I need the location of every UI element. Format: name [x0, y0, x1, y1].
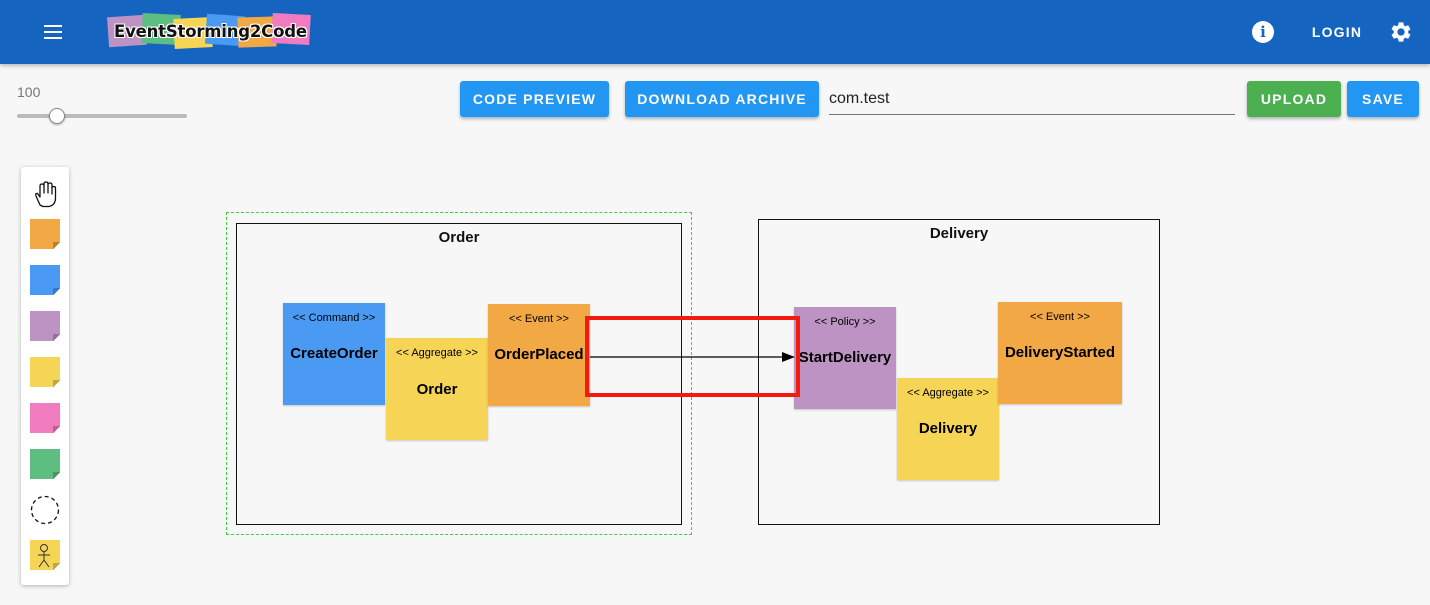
package-name-input[interactable]	[829, 84, 1235, 115]
upload-button[interactable]: UPLOAD	[1247, 81, 1341, 117]
command-sticky[interactable]: << Command >> CreateOrder	[283, 303, 385, 405]
zoom-slider-thumb[interactable]	[49, 108, 66, 124]
gear-icon[interactable]	[1389, 20, 1413, 44]
sticky-name: Order	[416, 381, 458, 398]
event-sticky[interactable]: << Event >> OrderPlaced	[488, 304, 590, 406]
policy-sticky-icon[interactable]	[30, 311, 60, 341]
sticky-type: << Aggregate >>	[907, 387, 989, 399]
selection-outline	[226, 212, 692, 535]
sticky-name: CreateOrder	[290, 345, 378, 362]
sticker-palette	[21, 167, 69, 585]
hand-icon[interactable]	[30, 179, 60, 209]
menu-icon[interactable]	[38, 20, 70, 44]
sticky-name: StartDelivery	[798, 349, 892, 366]
bounded-context-order[interactable]: Order	[236, 223, 682, 525]
zoom-slider[interactable]	[17, 108, 187, 124]
highlight-box	[585, 316, 800, 397]
sticky-type: << Event >>	[1030, 311, 1090, 323]
save-button[interactable]: SAVE	[1347, 81, 1419, 117]
sticky-name: DeliveryStarted	[1004, 344, 1116, 361]
bounded-context-title: Delivery	[929, 225, 989, 242]
sticky-type: << Policy >>	[814, 316, 876, 328]
bounded-context-title: Order	[438, 229, 480, 246]
aggregate-sticky[interactable]: << Aggregate >> Delivery	[897, 378, 999, 480]
download-archive-button[interactable]: DOWNLOAD ARCHIVE	[625, 81, 819, 117]
event-sticky-icon[interactable]	[30, 219, 60, 249]
command-sticky-icon[interactable]	[30, 265, 60, 295]
readmodel-sticky-icon[interactable]	[30, 449, 60, 479]
aggregate-sticky[interactable]: << Aggregate >> Order	[386, 338, 488, 440]
external-sticky-icon[interactable]	[30, 403, 60, 433]
logo-text: EventStorming2Code	[114, 22, 307, 41]
zoom-value-label: 100	[17, 84, 41, 100]
sticky-type: << Aggregate >>	[396, 347, 478, 359]
sticky-type: << Command >>	[292, 312, 376, 324]
app-bar: EventStorming2Code i LOGIN	[0, 0, 1430, 64]
sticky-type: << Event >>	[509, 313, 569, 325]
info-icon[interactable]: i	[1252, 21, 1274, 43]
bounded-context-icon[interactable]	[30, 495, 60, 525]
policy-sticky[interactable]: << Policy >> StartDelivery	[794, 307, 896, 409]
app-logo: EventStorming2Code	[106, 12, 316, 54]
event-sticky[interactable]: << Event >> DeliveryStarted	[998, 302, 1122, 404]
actor-sticky-icon[interactable]	[30, 540, 60, 570]
code-preview-button[interactable]: CODE PREVIEW	[460, 81, 609, 117]
aggregate-sticky-icon[interactable]	[30, 357, 60, 387]
sticky-name: OrderPlaced	[494, 346, 584, 363]
bounded-context-delivery[interactable]: Delivery	[758, 219, 1160, 525]
login-button[interactable]: LOGIN	[1311, 24, 1363, 40]
sticky-name: Delivery	[918, 420, 978, 437]
